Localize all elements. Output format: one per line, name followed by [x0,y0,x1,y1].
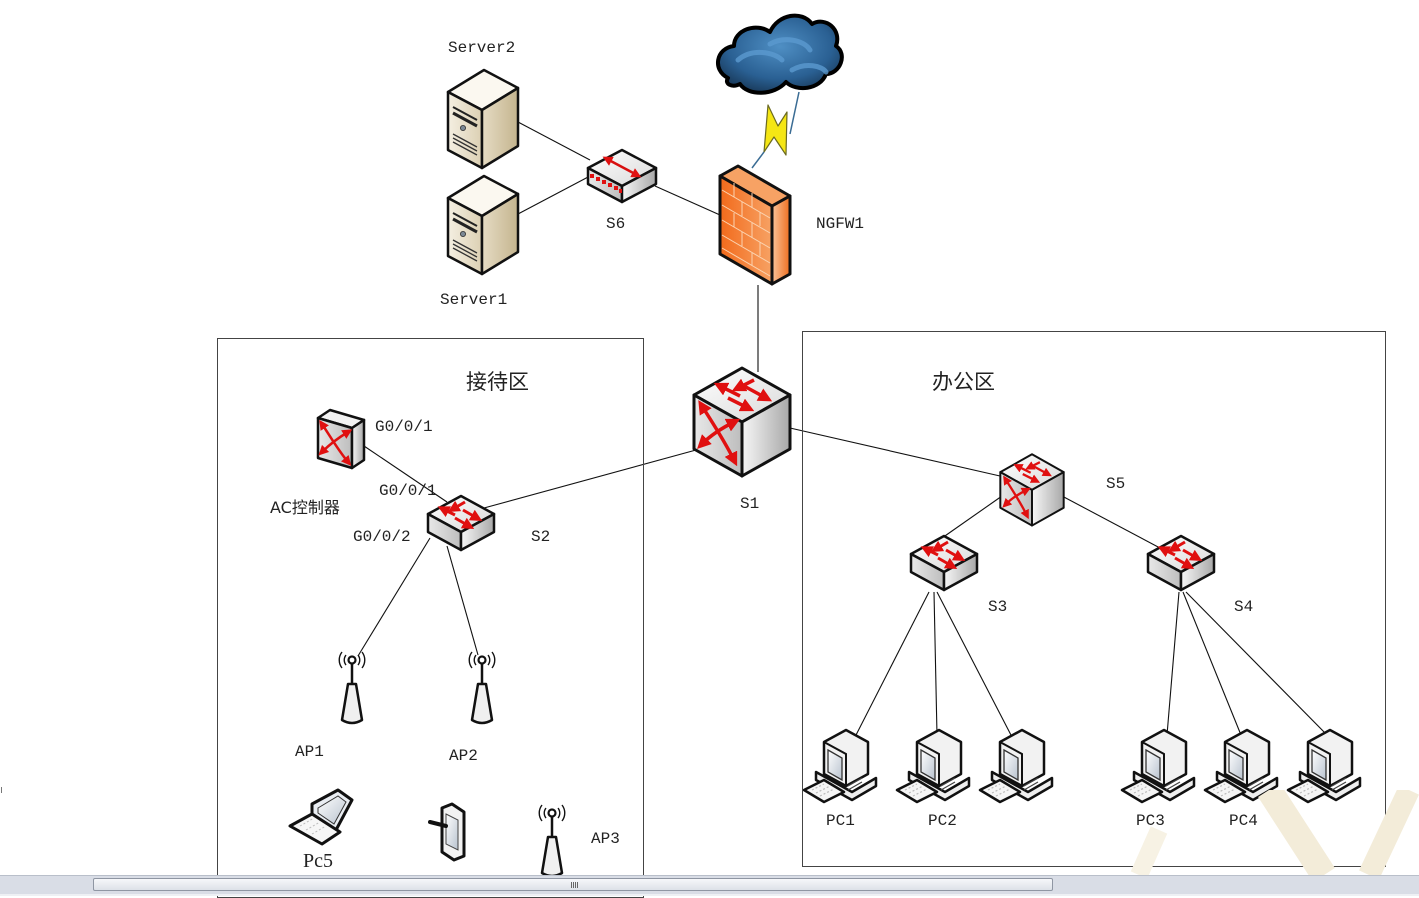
links [357,121,1330,738]
server2-icon [446,68,520,170]
link-server1-s6 [517,175,591,215]
link-s5-s4 [1061,495,1161,549]
s1-core-switch-icon [694,368,790,476]
server2-label: Server2 [448,39,516,57]
link-server2-s6 [517,121,591,161]
ap3-label: AP3 [591,830,620,848]
server1-label: Server1 [440,291,508,309]
link-s3-pc2b [936,591,1013,738]
s5-label: S5 [1106,475,1126,493]
link-s3-pc2 [933,591,938,736]
pc5-label: Pc5 [303,850,333,872]
s4-label: S4 [1234,598,1254,616]
ac-controller-label: AC控制器 [270,498,340,517]
link-s1-s5 [789,427,1001,477]
stray-mark [1,787,5,793]
ap1-label: AP1 [295,743,324,761]
link-s4-pc4b [1185,591,1330,738]
ap2-label: AP2 [449,747,478,765]
internet-cloud-icon [716,13,844,95]
link-s2-ap2 [446,545,479,656]
ac-port-label: G0/0/1 [375,418,433,436]
status-strip [0,894,1419,896]
link-s4-pc4 [1182,591,1242,736]
link-ac-s2 [363,445,448,503]
pc3-label: PC3 [1136,812,1165,830]
s6-switch-icon [586,148,658,204]
network-topology-canvas [288,13,1362,875]
laptop-pc5-icon [288,788,354,846]
link-s2-ap1 [357,537,431,657]
pc4-label: PC4 [1229,812,1258,830]
lightning-bolt-icon [751,91,800,169]
scrollbar-grip-icon [571,882,578,888]
reception-zone-title: 接待区 [466,370,529,394]
firewall-icon [718,164,792,286]
scrollbar-thumb[interactable] [93,878,1053,891]
s1-label: S1 [740,495,760,513]
s2-label: S2 [531,528,551,546]
horizontal-scrollbar[interactable] [0,875,1419,896]
pc2-label: PC2 [928,812,957,830]
link-s5-s3 [941,495,1003,539]
ngfw1-label: NGFW1 [816,215,865,233]
pc1-label: PC1 [826,812,855,830]
link-s1-s2 [483,449,697,509]
link-s3-pc1 [854,591,930,738]
link-s6-ngfw1 [654,185,721,216]
ac-controller-icon [316,408,366,470]
office-zone-title: 办公区 [932,370,995,394]
office-zone [802,331,1386,867]
s6-label: S6 [606,215,626,233]
server1-icon [446,174,520,276]
link-s4-pc3 [1166,591,1180,736]
s2-port-ap-label: G0/0/2 [353,528,411,546]
s3-label: S3 [988,598,1008,616]
tablet-icon [428,802,466,862]
s2-port-ac-label: G0/0/1 [379,482,437,500]
